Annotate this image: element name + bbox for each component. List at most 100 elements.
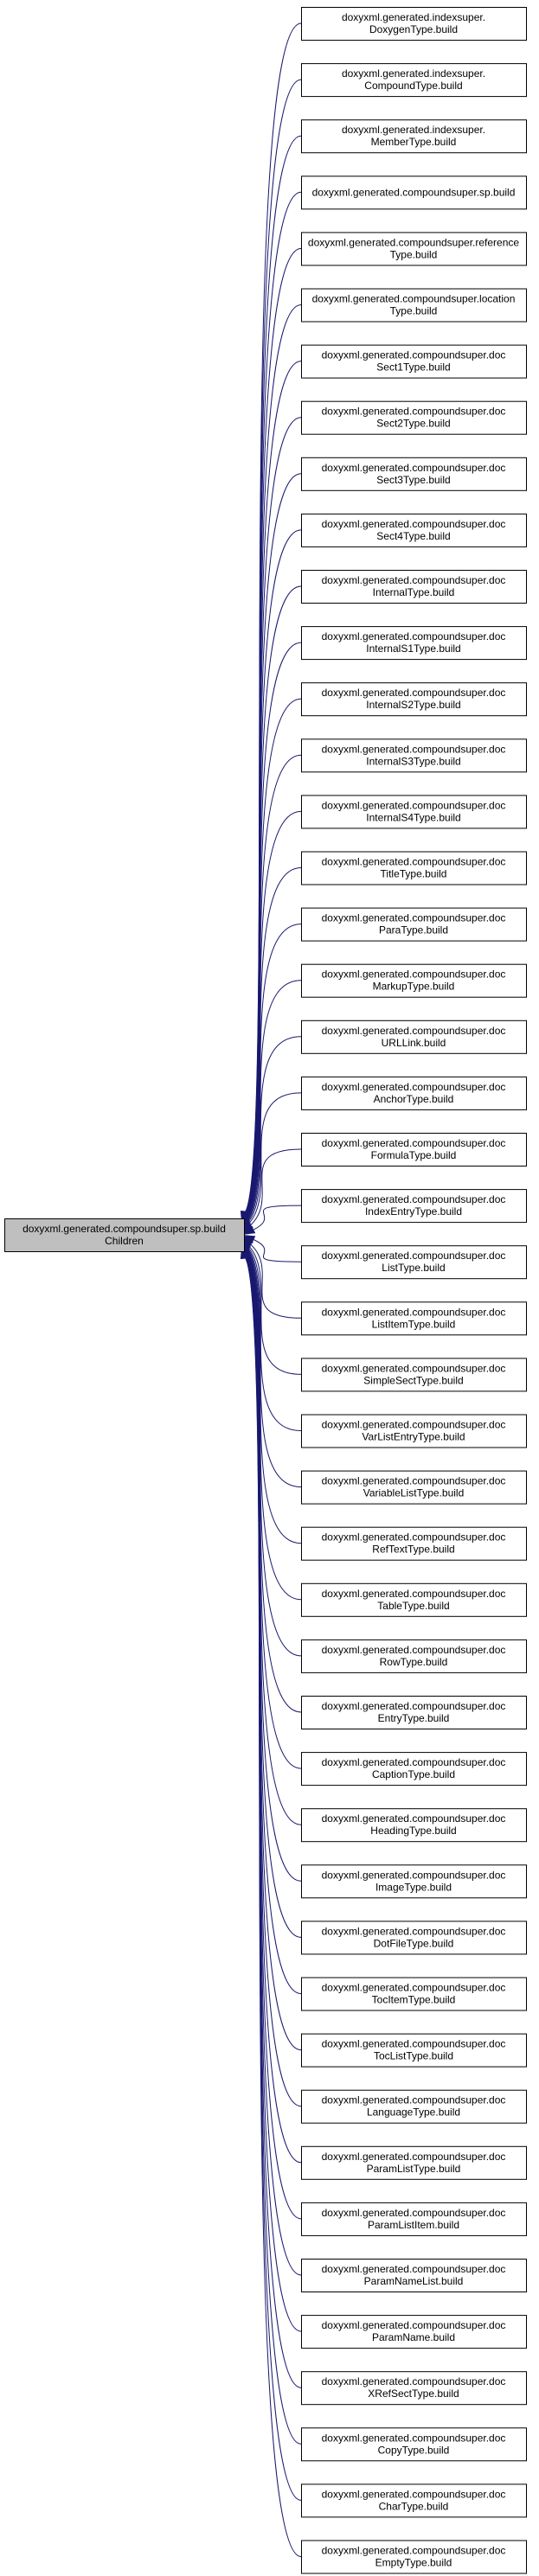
caller-node[interactable]: doxyxml.generated.compoundsuper.docFormu… (301, 1133, 527, 1167)
caller-node[interactable]: doxyxml.generated.indexsuper.DoxygenType… (301, 7, 527, 41)
caller-node[interactable]: doxyxml.generated.indexsuper.CompoundTyp… (301, 63, 527, 98)
call-edge (251, 1238, 302, 1262)
caller-node[interactable]: doxyxml.generated.compoundsuper.docDotFi… (301, 1921, 527, 1955)
caller-node-line-1: doxyxml.generated.compoundsuper.doc (322, 2151, 506, 2163)
caller-node[interactable]: doxyxml.generated.compoundsuper.docMarku… (301, 963, 527, 998)
caller-node-line-2: ParamListType.build (367, 2163, 461, 2175)
caller-node-line-2: Type.build (390, 248, 438, 260)
caller-node-line-1: doxyxml.generated.compoundsuper.doc (322, 2038, 506, 2050)
caller-node-box (301, 7, 527, 41)
caller-node[interactable]: doxyxml.generated.compoundsuper.docParam… (301, 2315, 527, 2349)
caller-node-box (301, 2259, 527, 2292)
caller-node-box (301, 1864, 527, 1899)
caller-node-line-2: TitleType.build (381, 868, 447, 880)
caller-node[interactable]: doxyxml.generated.compoundsuper.docEmpty… (301, 2540, 527, 2574)
caller-node[interactable]: doxyxml.generated.compoundsuper.location… (301, 288, 527, 323)
caller-node[interactable]: doxyxml.generated.compoundsuper.docRefTe… (301, 1526, 527, 1561)
caller-node[interactable]: doxyxml.generated.compoundsuper.docTable… (301, 1582, 527, 1617)
caller-node-box (301, 1921, 527, 1955)
call-edge (248, 1242, 302, 1319)
caller-node-line-1: doxyxml.generated.compoundsuper.doc (322, 349, 506, 361)
caller-node[interactable]: doxyxml.generated.compoundsuper.docSect1… (301, 344, 527, 379)
caller-node[interactable]: doxyxml.generated.compoundsuper.docRowTy… (301, 1639, 527, 1673)
caller-node[interactable]: doxyxml.generated.compoundsuper.docIndex… (301, 1189, 527, 1224)
caller-node-box (301, 457, 527, 491)
caller-node[interactable]: doxyxml.generated.compoundsuper.docEntry… (301, 1696, 527, 1729)
caller-node-line-2: RowType.build (380, 1656, 448, 1668)
call-edge (244, 1252, 302, 1994)
caller-node[interactable]: doxyxml.generated.compoundsuper.docListI… (301, 1301, 527, 1336)
caller-node[interactable]: doxyxml.generated.compoundsuper.docInter… (301, 626, 527, 661)
caller-node-line-2: InternalS4Type.build (366, 811, 460, 823)
call-edge (245, 867, 302, 1223)
caller-node-line-1: doxyxml.generated.compoundsuper.doc (322, 2545, 506, 2557)
caller-node[interactable]: doxyxml.generated.compoundsuper.sp.build (301, 176, 527, 210)
caller-node[interactable]: doxyxml.generated.compoundsuper.docImage… (301, 1864, 527, 1899)
call-edge (247, 1243, 302, 1375)
call-edge (244, 1250, 302, 1825)
caller-node-line-1: doxyxml.generated.compoundsuper.doc (322, 2094, 506, 2106)
caller-node-box (301, 963, 527, 998)
call-edge (244, 1256, 302, 2557)
caller-node[interactable]: doxyxml.generated.compoundsuper.docSect4… (301, 513, 527, 547)
caller-node-line-1: doxyxml.generated.compoundsuper.doc (322, 462, 506, 474)
caller-node[interactable]: doxyxml.generated.compoundsuper.docSect2… (301, 400, 527, 435)
caller-node-box (301, 1752, 527, 1787)
call-edge (244, 1256, 302, 2445)
call-edge (245, 980, 302, 1224)
caller-node-line-2: Sect1Type.build (376, 361, 450, 374)
caller-node-box (301, 2089, 527, 2124)
caller-node[interactable]: doxyxml.generated.compoundsuper.docLangu… (301, 2089, 527, 2124)
caller-node-line-1: doxyxml.generated.compoundsuper.doc (322, 1475, 506, 1487)
caller-node[interactable]: doxyxml.generated.compoundsuper.docXRefS… (301, 2371, 527, 2406)
caller-node[interactable]: doxyxml.generated.compoundsuper.docTocIt… (301, 1977, 527, 2011)
caller-node[interactable]: doxyxml.generated.compoundsuper.docParam… (301, 2259, 527, 2292)
caller-node[interactable]: doxyxml.generated.indexsuper.MemberType.… (301, 119, 527, 154)
caller-node[interactable]: doxyxml.generated.compoundsuper.docCharT… (301, 2483, 527, 2518)
caller-node[interactable]: doxyxml.generated.compoundsuper.docSect3… (301, 457, 527, 491)
caller-node[interactable]: doxyxml.generated.compoundsuper.docVaria… (301, 1470, 527, 1505)
caller-node[interactable]: doxyxml.generated.compoundsuper.docCopyT… (301, 2427, 527, 2462)
central-node-line-2: Children (105, 1235, 144, 1247)
caller-node-line-1: doxyxml.generated.compoundsuper.doc (322, 1925, 506, 1937)
caller-node-box (301, 1245, 527, 1280)
caller-node[interactable]: doxyxml.generated.compoundsuper.docTitle… (301, 851, 527, 885)
caller-node[interactable]: doxyxml.generated.compoundsuper.docParaT… (301, 907, 527, 942)
caller-node-line-2: Type.build (390, 305, 438, 317)
caller-node-box (301, 2483, 527, 2518)
caller-node[interactable]: doxyxml.generated.compoundsuper.docSimpl… (301, 1358, 527, 1392)
caller-node[interactable]: doxyxml.generated.compoundsuper.docCapti… (301, 1752, 527, 1787)
caller-node[interactable]: doxyxml.generated.compoundsuper.docListT… (301, 1245, 527, 1280)
caller-node-box (301, 570, 527, 604)
caller-node-box (301, 1582, 527, 1617)
caller-node-box (301, 119, 527, 154)
call-edge (248, 1148, 302, 1227)
caller-node-line-1: doxyxml.generated.compoundsuper.doc (322, 574, 506, 586)
call-edge (244, 754, 302, 1221)
caller-node-line-1: doxyxml.generated.compoundsuper.doc (322, 406, 506, 418)
caller-node[interactable]: doxyxml.generated.compoundsuper.docParam… (301, 2145, 527, 2180)
caller-node-line-2: CompoundType.build (364, 80, 462, 92)
call-edge (244, 529, 302, 1218)
caller-node[interactable]: doxyxml.generated.compoundsuper.docInter… (301, 570, 527, 604)
call-edge (244, 642, 302, 1220)
caller-node[interactable]: doxyxml.generated.compoundsuper.docInter… (301, 795, 527, 829)
caller-node[interactable]: doxyxml.generated.compoundsuper.docAncho… (301, 1076, 527, 1110)
caller-node[interactable]: doxyxml.generated.compoundsuper.referenc… (301, 232, 527, 266)
caller-node-line-2: VarListEntryType.build (362, 1431, 465, 1443)
caller-node-line-2: ListItemType.build (372, 1318, 456, 1330)
caller-node[interactable]: doxyxml.generated.compoundsuper.docHeadi… (301, 1808, 527, 1843)
central-node[interactable]: doxyxml.generated.compoundsuper.sp.build… (4, 1218, 245, 1252)
caller-node-box (301, 2371, 527, 2406)
caller-node-line-2: ParaType.build (379, 924, 448, 936)
caller-node-line-2: Sect3Type.build (376, 474, 450, 486)
caller-node[interactable]: doxyxml.generated.compoundsuper.docParam… (301, 2202, 527, 2236)
caller-node[interactable]: doxyxml.generated.compoundsuper.docTocLi… (301, 2033, 527, 2068)
caller-node[interactable]: doxyxml.generated.compoundsuper.docInter… (301, 682, 527, 717)
caller-node[interactable]: doxyxml.generated.compoundsuper.docURLLi… (301, 1020, 527, 1054)
call-edge (244, 585, 302, 1219)
caller-node-box (301, 682, 527, 717)
caller-node[interactable]: doxyxml.generated.compoundsuper.docVarLi… (301, 1414, 527, 1448)
caller-node-box (301, 907, 527, 942)
caller-node[interactable]: doxyxml.generated.compoundsuper.docInter… (301, 738, 527, 773)
